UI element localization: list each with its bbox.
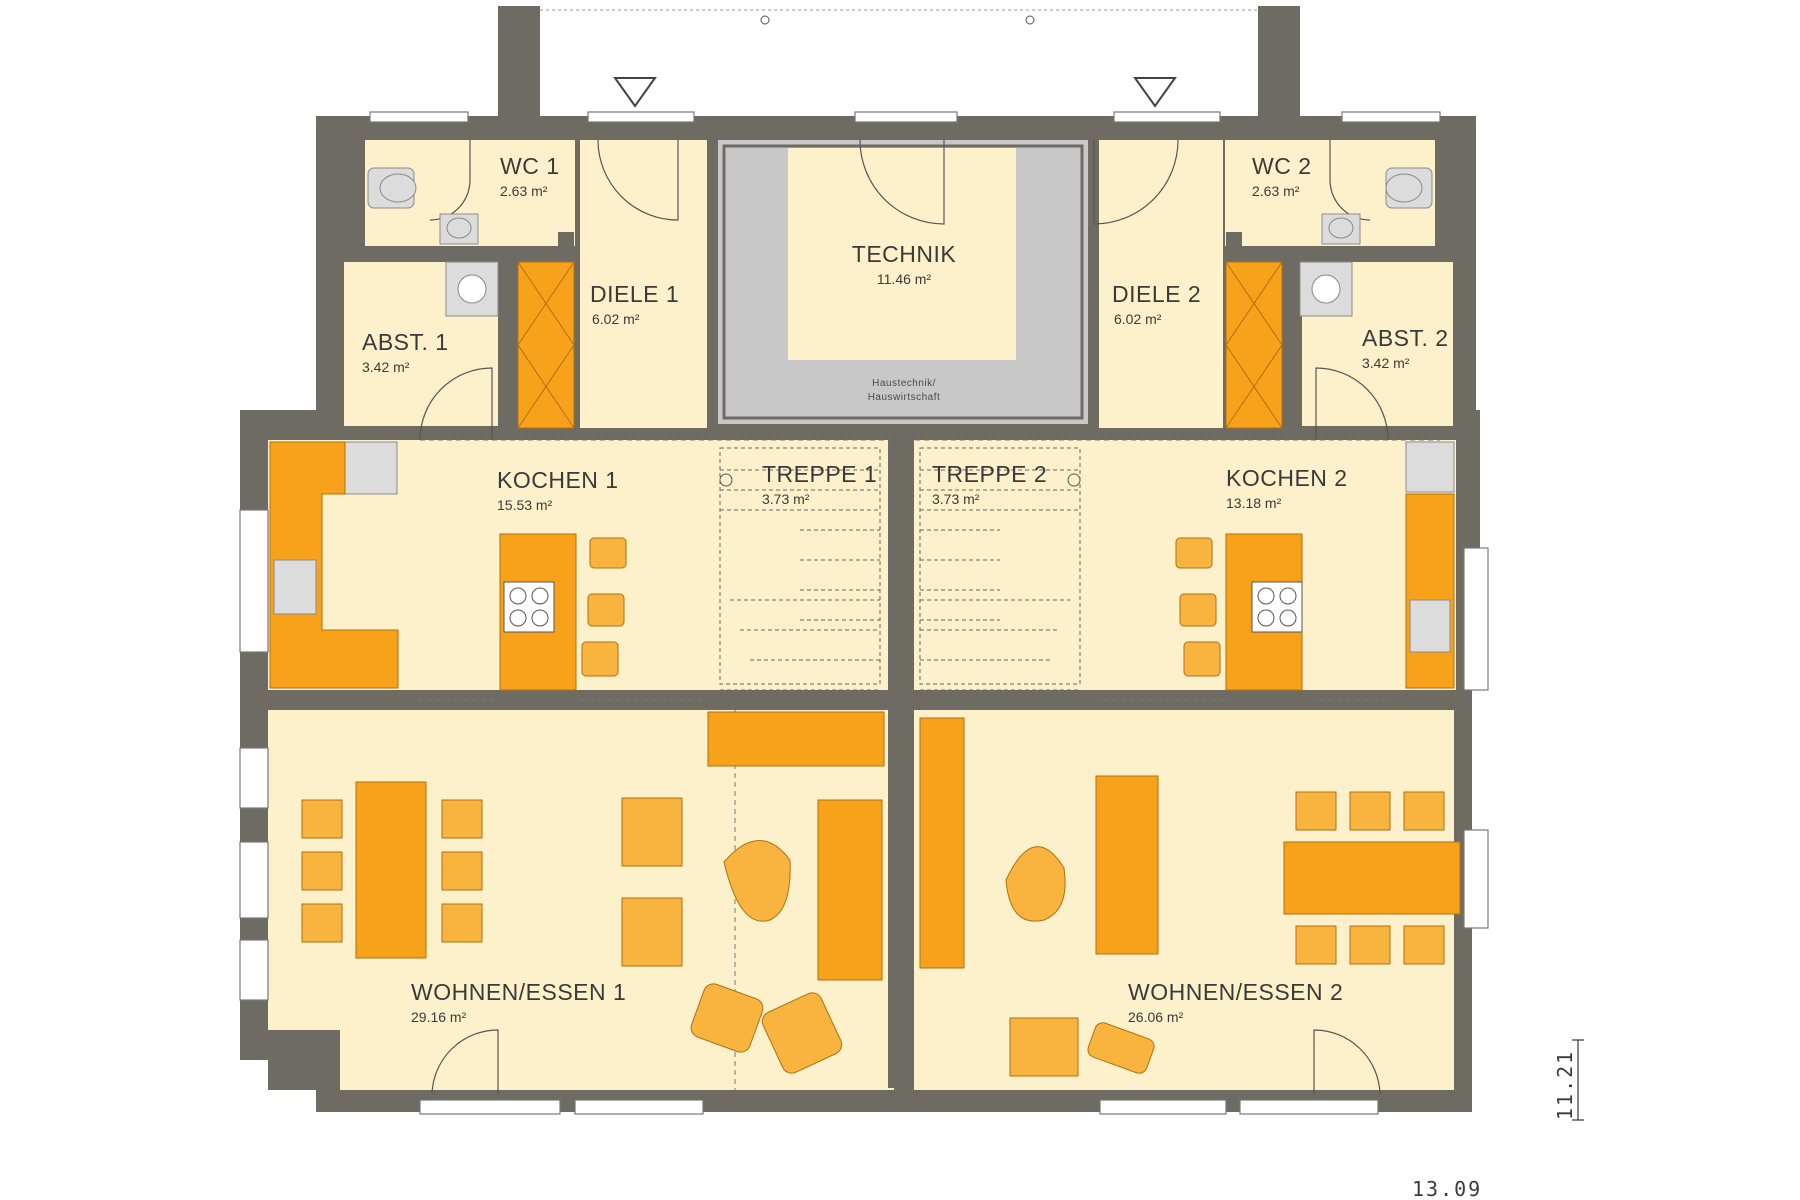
kitchen-counter-1 xyxy=(269,441,627,691)
room-area-kochen2: 13.18 m² xyxy=(1226,495,1282,511)
room-name-abst2: ABST. 2 xyxy=(1362,325,1449,351)
wardrobe-diele-1 xyxy=(517,261,575,429)
room-area-abst2: 3.42 m² xyxy=(1362,355,1410,371)
kitchen-counter-2 xyxy=(1175,493,1455,691)
room-area-diele1: 6.02 m² xyxy=(592,311,640,327)
room-area-wc2: 2.63 m² xyxy=(1252,183,1300,199)
canopy-post-1 xyxy=(760,15,770,25)
interior-walls xyxy=(268,116,1456,1088)
dimension-width: 13.09 xyxy=(1412,1177,1482,1200)
room-name-wohnen2: WOHNEN/ESSEN 2 xyxy=(1128,979,1343,1005)
room-name-wc2: WC 2 xyxy=(1252,153,1312,179)
canopy-post-2 xyxy=(1025,15,1035,25)
technik-inner-wall xyxy=(722,144,1084,420)
dimension-depth-label: 11.21 xyxy=(1553,1050,1577,1120)
room-name-technik: TECHNIK xyxy=(852,241,957,267)
doors xyxy=(419,139,1389,1095)
stairs-2 xyxy=(919,447,1081,691)
room-area-wc1: 2.63 m² xyxy=(500,183,548,199)
entrance-wall-left xyxy=(498,6,540,118)
dimension-depth: 11.21 xyxy=(1553,1039,1584,1121)
room-area-treppe1: 3.73 m² xyxy=(762,491,810,507)
room-name-abst1: ABST. 1 xyxy=(362,329,449,355)
room-area-wohnen2: 26.06 m² xyxy=(1128,1009,1184,1025)
room-name-wohnen1: WOHNEN/ESSEN 1 xyxy=(411,979,626,1005)
room-name-treppe1: TREPPE 1 xyxy=(762,461,877,487)
room-area-wohnen1: 29.16 m² xyxy=(411,1009,467,1025)
entrance-arrow-1-icon xyxy=(613,77,657,108)
furniture-wohnen-1 xyxy=(301,711,885,1074)
technik-note-line-1: Haustechnik/ xyxy=(872,378,936,389)
room-area-treppe2: 3.73 m² xyxy=(932,491,980,507)
furniture-wohnen-2 xyxy=(919,717,1461,1077)
entrance-wall-right xyxy=(1258,6,1300,118)
wall-corner-wohnen1 xyxy=(268,1030,340,1090)
room-name-kochen2: KOCHEN 2 xyxy=(1226,465,1348,491)
room-area-abst1: 3.42 m² xyxy=(362,359,410,375)
technik-note-line-2: Hauswirtschaft xyxy=(868,392,941,403)
room-name-treppe2: TREPPE 2 xyxy=(932,461,1047,487)
wardrobe-diele-2 xyxy=(1225,261,1283,429)
dimension-width-label: 13.09 xyxy=(1412,1177,1482,1200)
windows xyxy=(239,111,1489,1115)
room-area-diele2: 6.02 m² xyxy=(1114,311,1162,327)
sanitary-fixtures xyxy=(344,167,1455,495)
room-name-diele2: DIELE 2 xyxy=(1112,281,1201,307)
room-area-kochen1: 15.53 m² xyxy=(497,497,553,513)
room-name-kochen1: KOCHEN 1 xyxy=(497,467,619,493)
room-area-technik: 11.46 m² xyxy=(877,271,932,287)
entrance-arrow-2-icon xyxy=(1133,77,1177,108)
room-name-wc1: WC 1 xyxy=(500,153,560,179)
room-name-diele1: DIELE 1 xyxy=(590,281,679,307)
stairs-1 xyxy=(719,447,881,691)
